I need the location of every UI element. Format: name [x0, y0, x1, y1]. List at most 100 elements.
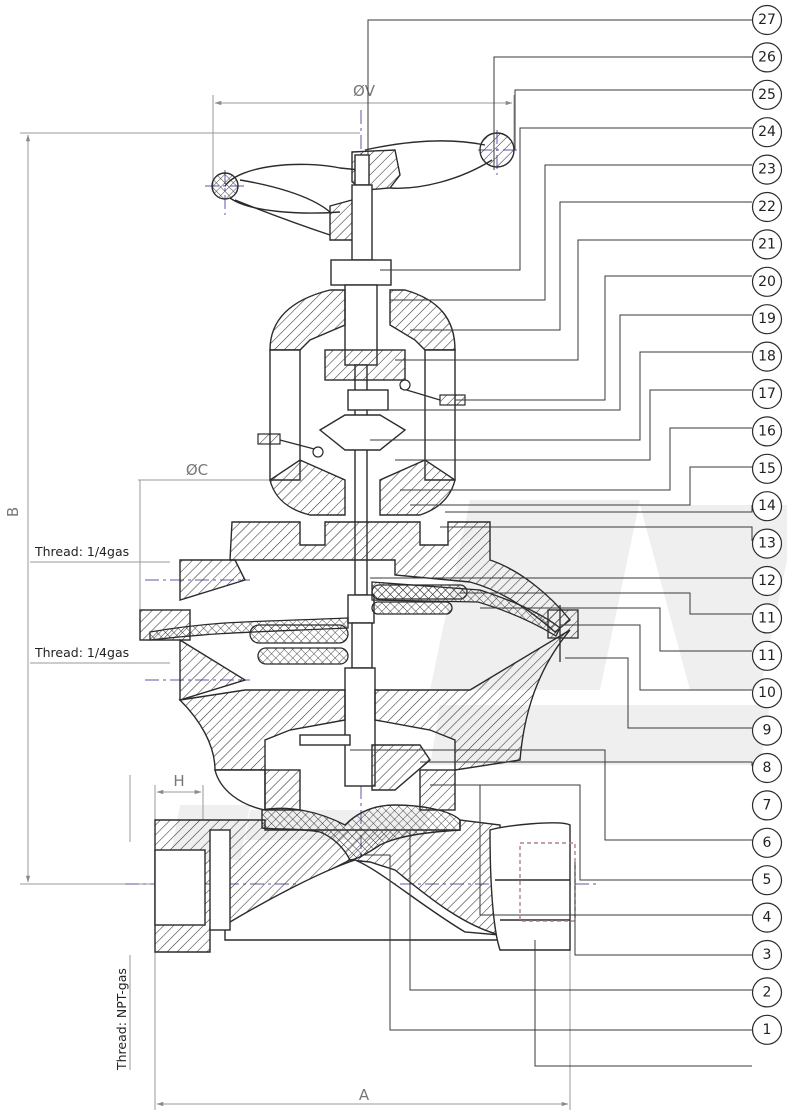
balloon-number: 22: [758, 199, 776, 215]
balloon-17: 11: [751, 603, 783, 634]
balloon-circle: [751, 154, 783, 185]
valve-body: [154, 804, 576, 953]
balloon-circle: [751, 191, 783, 223]
thread-upper-label: Thread: 1/4gas: [34, 544, 129, 559]
balloon-number: 9: [763, 723, 772, 739]
diaphragm-assembly: [149, 581, 579, 665]
balloon-circle: [751, 977, 783, 1008]
balloon-number: 11: [758, 648, 776, 664]
balloon-number: 4: [763, 910, 772, 926]
bonnet-yoke: [269, 289, 456, 516]
balloon-25: 4: [751, 902, 783, 933]
dimension-lines: [20, 95, 571, 1110]
balloon-number: 17: [758, 386, 776, 402]
balloon-13: 15: [751, 453, 783, 484]
balloon-6: 22: [751, 191, 783, 223]
balloon-circle: [751, 902, 783, 933]
balloon-circle: [751, 266, 783, 297]
balloon-18: 11: [751, 640, 783, 671]
balloon-circle: [751, 1014, 783, 1045]
balloon-number: 10: [758, 685, 776, 701]
balloon-26: 3: [751, 939, 783, 971]
balloon-circle: [751, 491, 783, 522]
balloon-number: 13: [758, 536, 776, 552]
balloon-number: 3: [763, 947, 772, 963]
balloon-3: 25: [751, 79, 783, 110]
balloon-22: 7: [751, 790, 783, 821]
balloon-12: 16: [751, 416, 783, 447]
balloon-number: 6: [763, 835, 772, 851]
balloon-number: 21: [758, 236, 776, 252]
balloon-number: 12: [758, 573, 776, 589]
actuator-lower-housing: [178, 629, 571, 811]
balloon-number: 11: [758, 610, 776, 626]
balloon-circle: [751, 453, 783, 484]
balloon-circle: [751, 378, 783, 410]
balloon-circle: [751, 678, 783, 709]
balloon-number: 15: [758, 461, 776, 477]
balloon-number: 20: [758, 274, 776, 290]
balloon-15: 13: [751, 528, 783, 559]
balloon-circle: [751, 603, 783, 634]
balloon-number: 23: [758, 162, 776, 178]
thread-lower-label: Thread: 1/4gas: [34, 645, 129, 660]
balloon-2: 26: [751, 42, 783, 73]
dimension-b-label: B: [4, 507, 22, 517]
balloon-circle: [751, 304, 783, 335]
leader-lines: [350, 19, 753, 1067]
balloon-24: 5: [751, 865, 783, 896]
balloon-circle: [751, 79, 783, 110]
balloon-28: 1: [751, 1014, 783, 1045]
balloon-5: 23: [751, 154, 783, 185]
balloon-number: 16: [758, 423, 776, 439]
balloon-circle: [751, 42, 783, 73]
balloon-10: 18: [751, 341, 783, 372]
dimension-c-label: ØC: [186, 461, 208, 479]
balloon-circle: [751, 416, 783, 447]
balloon-circle: [751, 790, 783, 821]
balloon-1: 27: [751, 4, 783, 36]
balloon-27: 2: [751, 977, 783, 1008]
balloon-circle: [751, 827, 783, 858]
balloon-number: 5: [763, 872, 772, 888]
balloon-16: 12: [751, 565, 783, 597]
balloon-number: 1: [763, 1022, 772, 1038]
balloon-circle: [751, 752, 783, 784]
balloon-8: 20: [751, 266, 783, 297]
balloon-19: 10: [751, 678, 783, 709]
balloon-number: 18: [758, 349, 776, 365]
balloon-number: 2: [763, 984, 772, 1000]
balloon-4: 24: [751, 117, 783, 148]
balloon-number: 19: [758, 311, 776, 327]
balloon-circle: [751, 715, 783, 746]
balloon-number: 14: [758, 498, 776, 514]
part-number-balloons: 2726252423222120191817161514131211111098…: [751, 4, 783, 1045]
balloon-circle: [751, 565, 783, 597]
balloon-9: 19: [751, 304, 783, 335]
balloon-circle: [751, 229, 783, 260]
balloon-circle: [751, 528, 783, 559]
balloon-number: 8: [763, 760, 772, 776]
balloon-circle: [751, 341, 783, 372]
balloon-number: 24: [758, 124, 776, 140]
balloon-20: 9: [751, 715, 783, 746]
dimension-h-label: H: [173, 772, 184, 790]
balloon-11: 17: [751, 378, 783, 410]
balloon-circle: [751, 117, 783, 148]
balloon-circle: [751, 939, 783, 971]
balloon-number: 26: [758, 49, 776, 65]
balloon-number: 7: [763, 797, 772, 813]
balloon-23: 6: [751, 827, 783, 858]
actuator-upper-housing: [139, 521, 571, 701]
balloon-14: 14: [751, 491, 783, 522]
balloon-7: 21: [751, 229, 783, 260]
thread-body-label: Thread: NPT-gas: [114, 968, 129, 1071]
balloon-number: 27: [758, 12, 776, 28]
dimension-a-label: A: [359, 1086, 370, 1104]
balloon-circle: [751, 4, 783, 36]
balloon-number: 25: [758, 87, 776, 103]
balloon-21: 8: [751, 752, 783, 784]
balloon-circle: [751, 865, 783, 896]
